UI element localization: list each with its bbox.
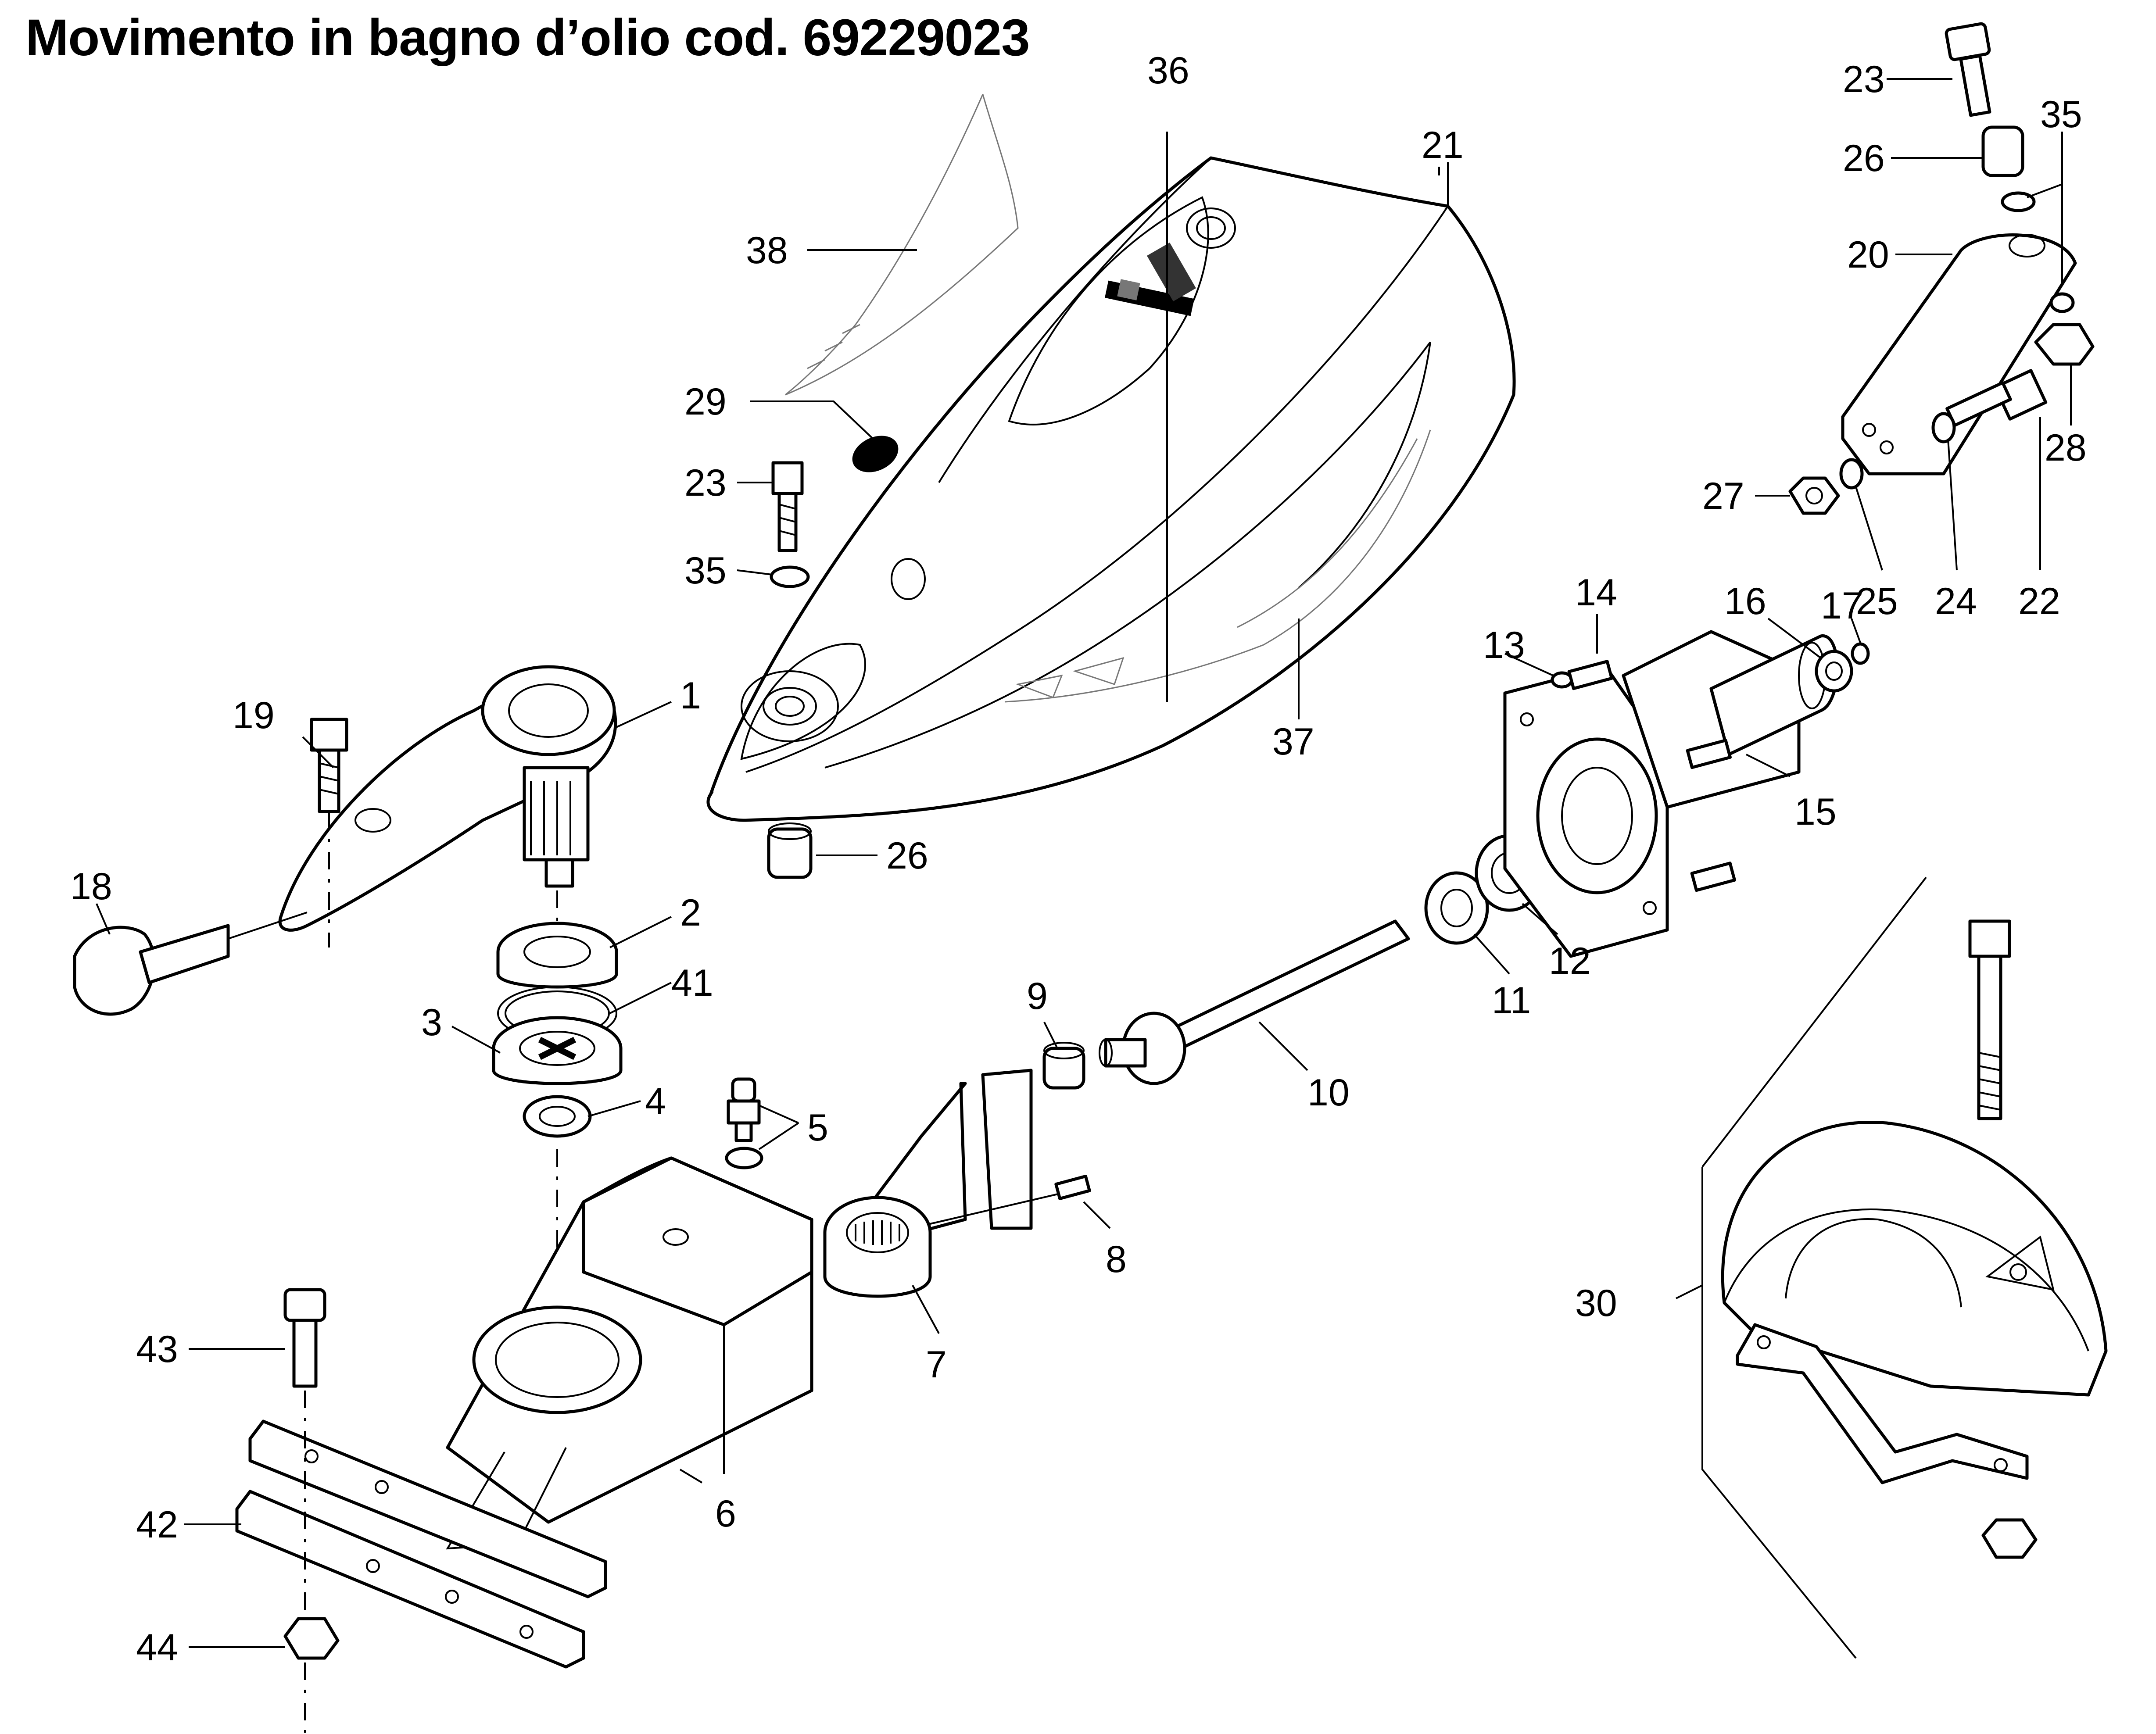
guard-30 bbox=[1721, 1121, 2108, 1559]
screw-8 bbox=[1054, 1175, 1091, 1200]
bolt-23-right bbox=[1945, 22, 1991, 117]
callout-26-upper: 26 bbox=[1843, 137, 1885, 179]
washer-35-upper bbox=[2001, 191, 2036, 212]
leader-lines bbox=[96, 78, 2072, 1648]
callout-7: 7 bbox=[926, 1344, 947, 1386]
callout-18: 18 bbox=[70, 865, 112, 908]
nut-28 bbox=[2034, 323, 2095, 366]
callout-37: 37 bbox=[1272, 721, 1314, 763]
seal-11 bbox=[1424, 871, 1489, 945]
housing-6 bbox=[446, 1156, 813, 1550]
callout-42: 42 bbox=[136, 1504, 178, 1546]
callout-21: 21 bbox=[1422, 124, 1464, 166]
callout-5: 5 bbox=[807, 1107, 828, 1149]
bolt-43 bbox=[283, 1288, 326, 1388]
callout-30: 30 bbox=[1575, 1282, 1617, 1324]
callout-26-lower: 26 bbox=[886, 835, 928, 877]
bolt-19 bbox=[310, 718, 348, 813]
shaft-10 bbox=[1099, 919, 1410, 1085]
bolt-13-14 bbox=[1551, 660, 1736, 892]
callout-20: 20 bbox=[1847, 234, 1889, 276]
callout-35-left: 35 bbox=[684, 550, 727, 592]
callout-12: 12 bbox=[1549, 940, 1591, 982]
axis-8 bbox=[930, 1192, 1062, 1225]
callout-27: 27 bbox=[1702, 475, 1744, 517]
callout-23-left: 23 bbox=[684, 462, 727, 504]
callout-1: 1 bbox=[680, 675, 701, 717]
callout-19: 19 bbox=[233, 694, 275, 737]
callout-labels: 36 21 38 29 23 35 26 37 1 19 18 2 41 3 4… bbox=[70, 50, 2087, 1669]
callout-25: 25 bbox=[1856, 580, 1898, 622]
callout-38: 38 bbox=[746, 229, 788, 272]
callout-35-upper: 35 bbox=[2040, 93, 2082, 136]
callout-4: 4 bbox=[645, 1080, 666, 1123]
callout-28: 28 bbox=[2045, 427, 2087, 469]
cover-21 bbox=[706, 156, 1516, 822]
bolt-23-left bbox=[771, 461, 804, 552]
callout-2: 2 bbox=[680, 892, 701, 934]
washer-24 bbox=[1931, 412, 1956, 443]
nut-27 bbox=[1788, 476, 1840, 515]
callout-24: 24 bbox=[1935, 580, 1977, 622]
callout-15: 15 bbox=[1794, 791, 1837, 833]
callout-8: 8 bbox=[1106, 1238, 1127, 1280]
callout-3: 3 bbox=[421, 1001, 442, 1044]
callout-9: 9 bbox=[1027, 975, 1048, 1017]
grease-nipple-5 bbox=[725, 1077, 763, 1169]
axis-18 bbox=[228, 912, 308, 940]
callout-29: 29 bbox=[684, 381, 727, 423]
callout-16: 16 bbox=[1724, 580, 1766, 622]
lever-7 bbox=[823, 1069, 1033, 1298]
washer-35-left bbox=[770, 565, 810, 588]
seal-4 bbox=[523, 1095, 592, 1138]
plate-upper bbox=[248, 1419, 607, 1598]
callout-13: 13 bbox=[1483, 624, 1525, 666]
diagram-title: Movimento in bagno d’olio cod. 69229023 bbox=[25, 9, 1030, 67]
callout-22: 22 bbox=[2018, 580, 2060, 622]
callout-41: 41 bbox=[671, 962, 713, 1004]
knob-18 bbox=[73, 924, 230, 1016]
plate-42 bbox=[235, 1490, 585, 1669]
callout-17: 17 bbox=[1821, 585, 1863, 627]
pin-9 bbox=[1042, 1042, 1085, 1090]
cap-29 bbox=[852, 436, 899, 472]
decal-37 bbox=[1004, 429, 1431, 703]
bearing-3 bbox=[492, 1016, 623, 1085]
callout-10: 10 bbox=[1307, 1072, 1350, 1114]
callout-23-right: 23 bbox=[1843, 58, 1885, 100]
washer-25 bbox=[1839, 458, 1864, 490]
callout-43: 43 bbox=[136, 1328, 178, 1370]
bracket-20 bbox=[1841, 233, 2077, 476]
callout-44: 44 bbox=[136, 1627, 178, 1669]
callout-14: 14 bbox=[1575, 572, 1617, 614]
callout-36: 36 bbox=[1147, 50, 1189, 92]
bolt-22 bbox=[1945, 369, 2048, 427]
washer-35-lower bbox=[2049, 292, 2075, 313]
bearing-16-17 bbox=[1815, 642, 1870, 693]
guard-boundary bbox=[1701, 876, 1927, 1659]
spacer-26-upper bbox=[1981, 125, 2024, 177]
spacer-26-lower bbox=[767, 822, 813, 879]
callout-6: 6 bbox=[715, 1493, 736, 1535]
arm-1 bbox=[278, 665, 617, 932]
bearing-cup-2 bbox=[496, 922, 618, 989]
nut-44 bbox=[283, 1617, 340, 1660]
decal-38 bbox=[785, 94, 1019, 396]
logo-decal-36 bbox=[1105, 243, 1196, 316]
bolt-guard bbox=[1968, 919, 2011, 1120]
flange-housing-15 bbox=[1503, 630, 1839, 958]
callout-11: 11 bbox=[1492, 980, 1531, 1022]
